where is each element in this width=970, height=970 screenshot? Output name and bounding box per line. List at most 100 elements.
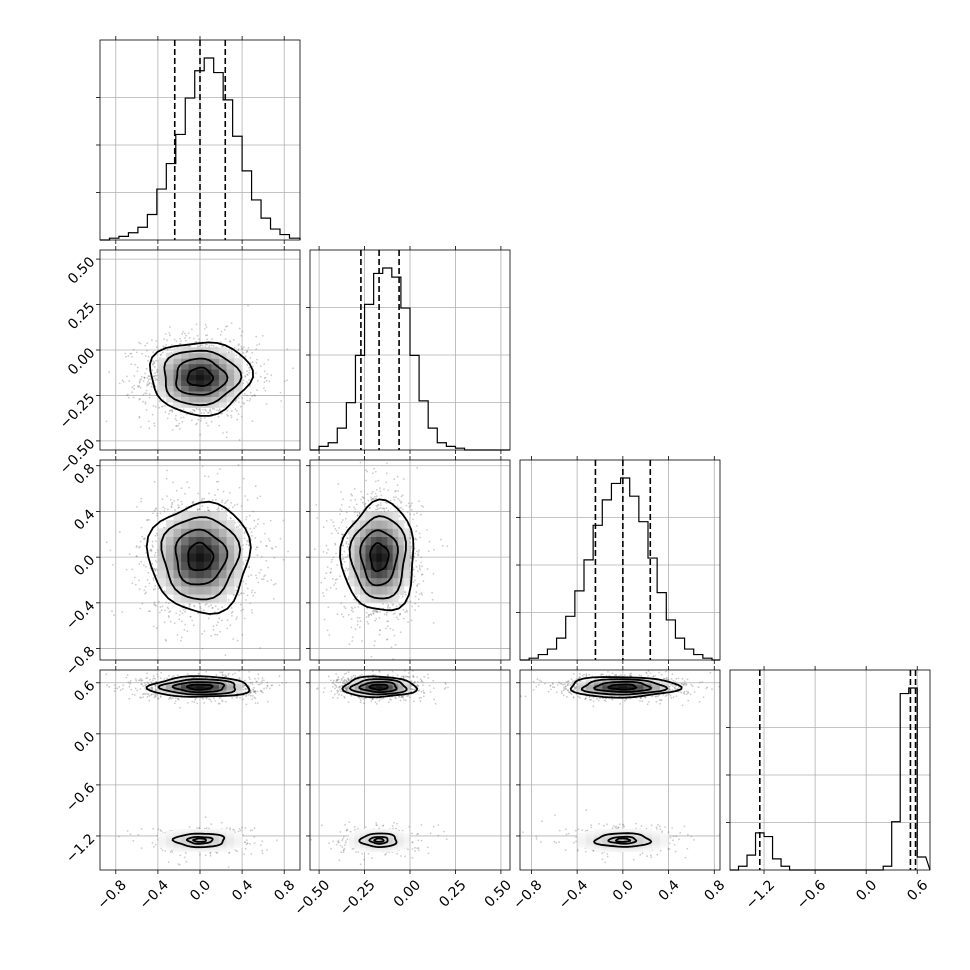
sample-point bbox=[145, 591, 148, 594]
sample-point bbox=[224, 502, 227, 505]
density-cell bbox=[196, 553, 205, 562]
sample-point bbox=[237, 464, 240, 467]
sample-point bbox=[207, 509, 210, 512]
sample-point bbox=[156, 370, 158, 373]
density-cell bbox=[403, 577, 410, 587]
sample-point bbox=[208, 492, 210, 495]
density-cell bbox=[403, 528, 410, 537]
density-cell bbox=[188, 358, 197, 365]
sample-point bbox=[260, 569, 262, 571]
sample-point bbox=[268, 380, 271, 383]
sample-point bbox=[197, 492, 200, 495]
density-cell bbox=[173, 511, 182, 521]
sample-point bbox=[152, 375, 155, 378]
sample-point bbox=[152, 693, 155, 695]
sample-point bbox=[385, 472, 388, 475]
sample-point bbox=[198, 338, 201, 341]
sample-point bbox=[140, 560, 143, 563]
sample-point bbox=[396, 505, 399, 508]
density-cell bbox=[387, 561, 394, 570]
sample-point bbox=[217, 621, 219, 624]
sample-point bbox=[375, 617, 378, 620]
sample-point bbox=[373, 498, 375, 501]
sample-point bbox=[348, 506, 351, 508]
sample-point bbox=[217, 506, 220, 509]
sample-point bbox=[170, 697, 173, 700]
sample-point bbox=[191, 411, 194, 414]
density-cell bbox=[218, 347, 227, 354]
sample-point bbox=[416, 512, 418, 514]
sample-point bbox=[121, 687, 124, 690]
sample-point bbox=[360, 498, 362, 501]
sample-point bbox=[175, 425, 178, 427]
sample-point bbox=[143, 376, 146, 379]
sample-point bbox=[379, 611, 381, 613]
sample-point bbox=[218, 424, 221, 427]
sample-point bbox=[142, 393, 145, 396]
sample-point bbox=[207, 617, 210, 620]
density-cell bbox=[370, 544, 377, 554]
sample-point bbox=[366, 493, 369, 495]
sample-point bbox=[163, 621, 166, 624]
density-cell bbox=[211, 594, 220, 603]
sample-point bbox=[216, 508, 219, 511]
sample-point bbox=[345, 556, 347, 559]
sample-point bbox=[203, 412, 206, 414]
sample-point bbox=[192, 624, 195, 627]
density-cell bbox=[173, 363, 182, 370]
density-cell bbox=[392, 544, 399, 554]
density-cell bbox=[218, 594, 227, 603]
density-cell bbox=[211, 358, 220, 365]
sample-point bbox=[264, 389, 267, 392]
density-cell bbox=[158, 385, 167, 392]
sample-point bbox=[221, 606, 224, 608]
sample-point bbox=[410, 553, 413, 556]
sample-point bbox=[180, 340, 182, 342]
sample-point bbox=[188, 605, 191, 608]
sample-point bbox=[179, 427, 181, 430]
density-cell bbox=[381, 520, 388, 529]
sample-point bbox=[412, 581, 415, 584]
sample-point bbox=[251, 611, 254, 614]
sample-point bbox=[363, 503, 366, 506]
sample-point bbox=[350, 626, 353, 629]
density-cell bbox=[376, 585, 383, 595]
density-cell bbox=[381, 577, 388, 587]
density-cell bbox=[376, 528, 383, 537]
sample-point bbox=[172, 481, 174, 484]
density-cell bbox=[188, 352, 197, 359]
sample-point bbox=[259, 495, 262, 498]
sample-point bbox=[402, 478, 405, 480]
sample-point bbox=[158, 601, 160, 603]
sample-point bbox=[237, 348, 240, 351]
sample-point bbox=[303, 603, 305, 605]
histogram-panel-4 bbox=[726, 666, 931, 874]
sample-point bbox=[346, 545, 349, 548]
sample-point bbox=[351, 636, 354, 639]
sample-point bbox=[156, 514, 158, 517]
sample-point bbox=[366, 470, 368, 473]
sample-point bbox=[216, 327, 219, 330]
density-cell bbox=[218, 544, 227, 554]
sample-point bbox=[157, 698, 160, 700]
sample-point bbox=[169, 409, 172, 412]
sample-point bbox=[380, 504, 382, 506]
sample-point bbox=[220, 341, 222, 344]
density-cell bbox=[387, 594, 394, 603]
sample-point bbox=[241, 371, 244, 374]
sample-point bbox=[245, 518, 248, 521]
sample-point bbox=[214, 494, 217, 496]
sample-point bbox=[200, 412, 203, 415]
sample-point bbox=[242, 592, 245, 595]
sample-point bbox=[379, 502, 382, 504]
density-cell bbox=[165, 374, 174, 381]
density-cell bbox=[370, 528, 377, 537]
sample-point bbox=[189, 615, 192, 618]
sample-point bbox=[255, 372, 257, 375]
sample-point bbox=[143, 377, 146, 379]
sample-point bbox=[426, 568, 429, 570]
density-cell bbox=[226, 352, 235, 359]
sample-point bbox=[151, 544, 154, 547]
sample-point bbox=[376, 610, 379, 613]
sample-point bbox=[239, 355, 242, 358]
